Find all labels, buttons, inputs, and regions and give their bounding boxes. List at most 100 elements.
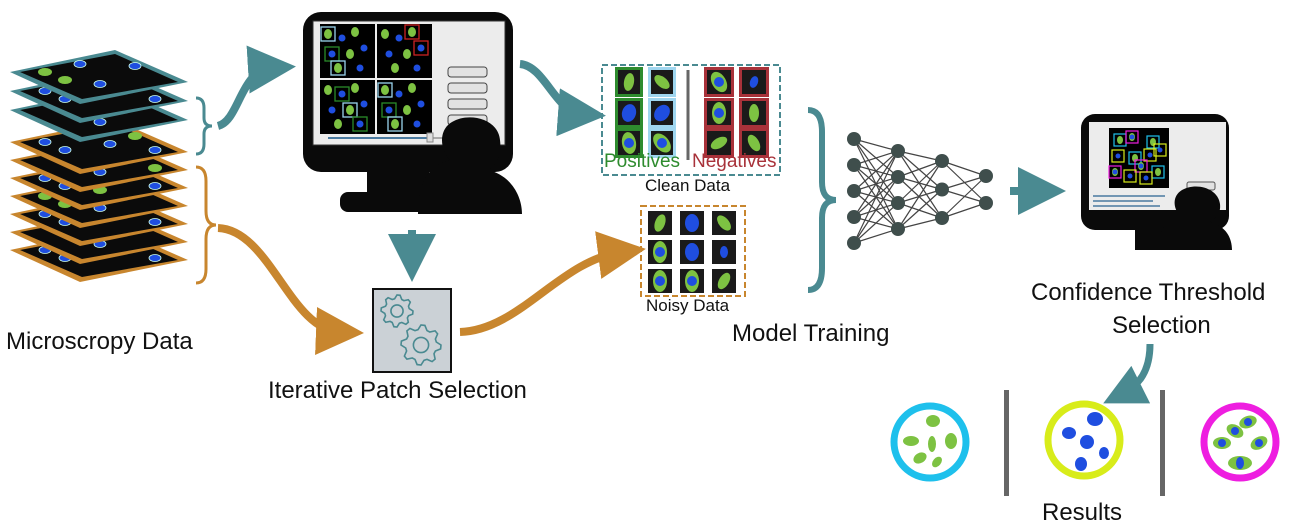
bounding-box bbox=[1125, 130, 1139, 144]
nn-edge bbox=[853, 228, 899, 244]
nn-edge bbox=[897, 150, 943, 219]
blue-nuclei-result bbox=[1044, 400, 1124, 480]
microscopy-label: Microscropy Data bbox=[6, 328, 193, 355]
microscopy-image-stack bbox=[10, 50, 188, 282]
bounding-box bbox=[377, 82, 393, 98]
bounding-box bbox=[1111, 149, 1125, 163]
image-patch bbox=[648, 67, 676, 97]
image-patch bbox=[648, 269, 672, 293]
nn-edge bbox=[897, 188, 943, 204]
nn-edge bbox=[853, 202, 899, 244]
clean-data-label: Clean Data bbox=[645, 176, 731, 195]
arrow-to-results bbox=[1103, 343, 1154, 404]
nn-edge bbox=[941, 160, 987, 204]
nn-node bbox=[935, 211, 949, 225]
arrow-to-noisy-data bbox=[459, 231, 646, 336]
nn-node bbox=[935, 182, 949, 197]
nn-edge bbox=[897, 176, 943, 219]
image-patch bbox=[712, 240, 736, 264]
bounding-box bbox=[1146, 135, 1160, 149]
bounding-box bbox=[1153, 143, 1167, 157]
detected-cell bbox=[1125, 130, 1139, 144]
model-training-label: Model Training bbox=[732, 320, 889, 347]
nn-edge bbox=[897, 150, 943, 162]
nn-edge bbox=[853, 150, 899, 244]
clean-data-panel: Positives Negatives bbox=[601, 64, 781, 176]
nn-edge bbox=[897, 160, 943, 204]
image-patch bbox=[615, 98, 643, 128]
nn-edge bbox=[897, 176, 943, 191]
user-silhouette-icon bbox=[1158, 186, 1232, 250]
image-patch bbox=[680, 240, 704, 264]
arrow-to-annotation bbox=[216, 45, 296, 130]
negatives-label: Negatives bbox=[692, 151, 777, 172]
bounding-box bbox=[404, 24, 420, 40]
bounding-box bbox=[334, 86, 350, 102]
image-panel bbox=[320, 80, 375, 134]
image-patch bbox=[648, 211, 672, 235]
bounding-box bbox=[1108, 165, 1122, 179]
nn-edge bbox=[941, 175, 987, 191]
nn-edge bbox=[897, 150, 943, 190]
nn-edge bbox=[941, 160, 987, 177]
nn-edge bbox=[853, 150, 899, 192]
cells-with-nuclei-result bbox=[1200, 402, 1280, 482]
nn-edge bbox=[853, 150, 899, 166]
image-patch bbox=[680, 269, 704, 293]
image-slab bbox=[10, 120, 188, 174]
model-input-brace bbox=[807, 107, 837, 293]
nn-node bbox=[935, 154, 949, 168]
image-patch bbox=[739, 67, 769, 97]
image-patch bbox=[648, 98, 676, 128]
image-patch bbox=[704, 98, 734, 128]
detected-cell bbox=[1143, 148, 1157, 162]
bounding-box bbox=[1139, 171, 1153, 185]
gears-icon bbox=[380, 294, 442, 366]
nn-node bbox=[891, 196, 905, 210]
detected-cell bbox=[1123, 169, 1137, 183]
image-patch bbox=[712, 211, 736, 235]
bounding-box bbox=[387, 116, 403, 132]
user-silhouette-icon bbox=[418, 117, 522, 214]
gear bbox=[400, 324, 442, 366]
green-cells-result bbox=[890, 402, 970, 482]
image-patch bbox=[739, 98, 769, 128]
nn-edge bbox=[897, 189, 943, 230]
image-patch bbox=[680, 211, 704, 235]
image-patch bbox=[712, 269, 736, 293]
image-panel bbox=[377, 80, 432, 134]
nn-node bbox=[891, 170, 905, 184]
nn-edge bbox=[897, 160, 943, 230]
nn-edge bbox=[853, 138, 899, 152]
results-panel bbox=[890, 390, 1280, 496]
bounding-box bbox=[330, 60, 346, 76]
nn-edge bbox=[897, 160, 943, 178]
image-patch bbox=[648, 240, 672, 264]
image-slab bbox=[10, 50, 188, 104]
nn-edge bbox=[853, 150, 899, 218]
results-label: Results bbox=[1042, 499, 1122, 526]
image-patch bbox=[615, 128, 643, 158]
gear bbox=[380, 294, 414, 328]
image-panel bbox=[377, 24, 432, 78]
bounding-box bbox=[1143, 148, 1157, 162]
nn-node bbox=[847, 236, 861, 250]
detected-cell bbox=[1153, 143, 1167, 157]
neural-network-icon bbox=[847, 132, 993, 250]
threshold-label-line2: Selection bbox=[1112, 312, 1211, 339]
noisy-data-label: Noisy Data bbox=[646, 296, 730, 315]
result-divider bbox=[1004, 390, 1009, 496]
result-divider bbox=[1160, 390, 1165, 496]
arrow-to-clean-data bbox=[519, 60, 606, 137]
bounding-box bbox=[342, 102, 358, 118]
bounding-box bbox=[1123, 169, 1137, 183]
image-panel bbox=[320, 24, 375, 78]
nn-edge bbox=[897, 217, 943, 230]
nn-node bbox=[847, 210, 861, 224]
patch-selection-label: Iterative Patch Selection bbox=[268, 377, 527, 404]
nn-node bbox=[891, 222, 905, 236]
nn-edge bbox=[853, 176, 899, 244]
nn-node bbox=[847, 184, 861, 198]
teal-brace bbox=[195, 96, 213, 156]
